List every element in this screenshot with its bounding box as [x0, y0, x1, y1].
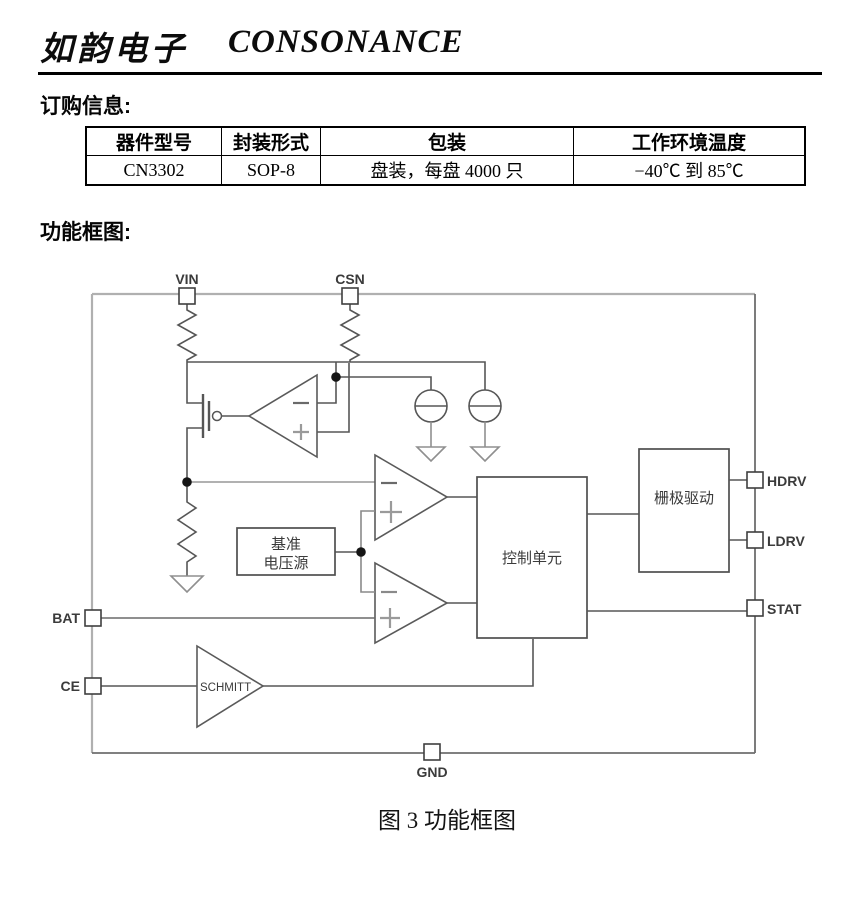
comparator-top-triangle — [374, 453, 449, 542]
reference-label-line2: 电压源 — [263, 555, 308, 572]
pin-label-ldrv: LDRV — [767, 533, 806, 549]
pmos-source-wire — [186, 362, 203, 404]
col-package-type: 封装形式 — [221, 126, 321, 156]
gate-drive-box: 栅极驱动 — [638, 448, 730, 573]
pin-csn — [341, 287, 359, 305]
cell-temperature: −40℃ 到 85℃ — [573, 155, 806, 186]
ground-symbol-divider — [169, 575, 205, 594]
wire-to-opamp-plus — [317, 363, 350, 433]
junction-dot-divider — [182, 477, 192, 487]
opamp-plus-sign — [293, 424, 309, 440]
gate-drive-rect — [638, 448, 730, 573]
pin-ce — [84, 677, 102, 695]
reference-box: 基准 电压源 — [236, 527, 336, 576]
schmitt-output-wire — [263, 639, 534, 687]
current-source-2 — [468, 389, 502, 463]
wire-to-current-source-1 — [336, 376, 432, 390]
pin-bat — [84, 609, 102, 627]
pin-vin — [178, 287, 196, 305]
pmos-drain-wire — [186, 427, 203, 482]
ordering-heading: 订购信息: — [40, 95, 131, 118]
pin-label-gnd: GND — [416, 764, 447, 780]
sense-node-wires — [187, 361, 486, 433]
comparator-top-plus — [380, 501, 402, 523]
pin-squares — [84, 287, 764, 761]
ground-symbol-2 — [469, 446, 501, 463]
cell-packing: 盘装，每盘 4000 只 — [320, 155, 574, 186]
pmos-gate-bubble — [211, 410, 223, 422]
table-header-row: 器件型号 封装形式 包装 工作环境温度 — [85, 126, 806, 156]
control-unit-rect — [476, 476, 588, 639]
diagram-heading: 功能框图: — [40, 221, 131, 244]
comparator-bottom-triangle — [374, 561, 449, 645]
pin-label-bat: BAT — [52, 610, 80, 626]
csn-sense-resistor — [339, 304, 361, 362]
pin-stat — [746, 599, 764, 617]
opamp-triangle — [247, 373, 318, 459]
current-source-1 — [414, 389, 448, 463]
ordering-table: 器件型号 封装形式 包装 工作环境温度 CN3302 SOP-8 盘装，每盘 4… — [85, 126, 806, 186]
comparator-top — [374, 453, 477, 542]
pin-gnd — [423, 743, 441, 761]
functional-block-diagram: 基准 电压源 SCHMITT 控制单元 栅极驱动 — [52, 271, 807, 780]
table-row: CN3302 SOP-8 盘装，每盘 4000 只 −40℃ 到 85℃ — [85, 155, 806, 186]
gate-drive-label: 栅极驱动 — [654, 490, 714, 507]
junction-dot-csn — [331, 372, 341, 382]
col-packing: 包装 — [320, 126, 574, 156]
reference-box-rect — [236, 527, 336, 576]
pin-label-ce: CE — [61, 678, 80, 694]
col-temperature: 工作环境温度 — [573, 126, 806, 156]
wire-vin-node — [187, 361, 486, 390]
figure-caption: 图 3 功能框图 — [378, 808, 516, 833]
logo-english: CONSONANCE — [228, 24, 464, 60]
logo-chinese: 如韵电子 — [40, 32, 188, 68]
chip-outline — [90, 292, 756, 754]
ground-symbol-1 — [415, 446, 447, 463]
control-unit-box: 控制单元 — [476, 476, 588, 639]
reference-label-line1: 基准 — [271, 536, 301, 553]
schmitt-label: SCHMITT — [200, 682, 251, 694]
header-divider — [38, 72, 822, 75]
pmos-transistor — [186, 362, 249, 482]
cell-part-number: CN3302 — [85, 155, 222, 186]
control-unit-label: 控制单元 — [502, 550, 562, 567]
pin-label-vin: VIN — [175, 271, 198, 287]
pin-ldrv — [746, 531, 764, 549]
junction-dot-reference — [356, 547, 366, 557]
pin-label-stat: STAT — [767, 601, 802, 617]
wire-to-opamp-minus — [317, 377, 337, 404]
pin-label-hdrv: HDRV — [767, 473, 807, 489]
comparator-bottom-plus — [380, 608, 400, 628]
pin-hdrv — [746, 471, 764, 489]
col-part-number: 器件型号 — [85, 126, 222, 156]
schmitt-triangle — [196, 644, 265, 729]
vin-sense-resistor — [176, 304, 198, 362]
schmitt-trigger: SCHMITT — [196, 639, 534, 729]
cell-package-type: SOP-8 — [221, 155, 321, 186]
divider-resistor — [176, 482, 198, 576]
pin-label-csn: CSN — [335, 271, 365, 287]
comparator-bottom — [374, 561, 477, 645]
current-sense-opamp — [247, 373, 318, 459]
